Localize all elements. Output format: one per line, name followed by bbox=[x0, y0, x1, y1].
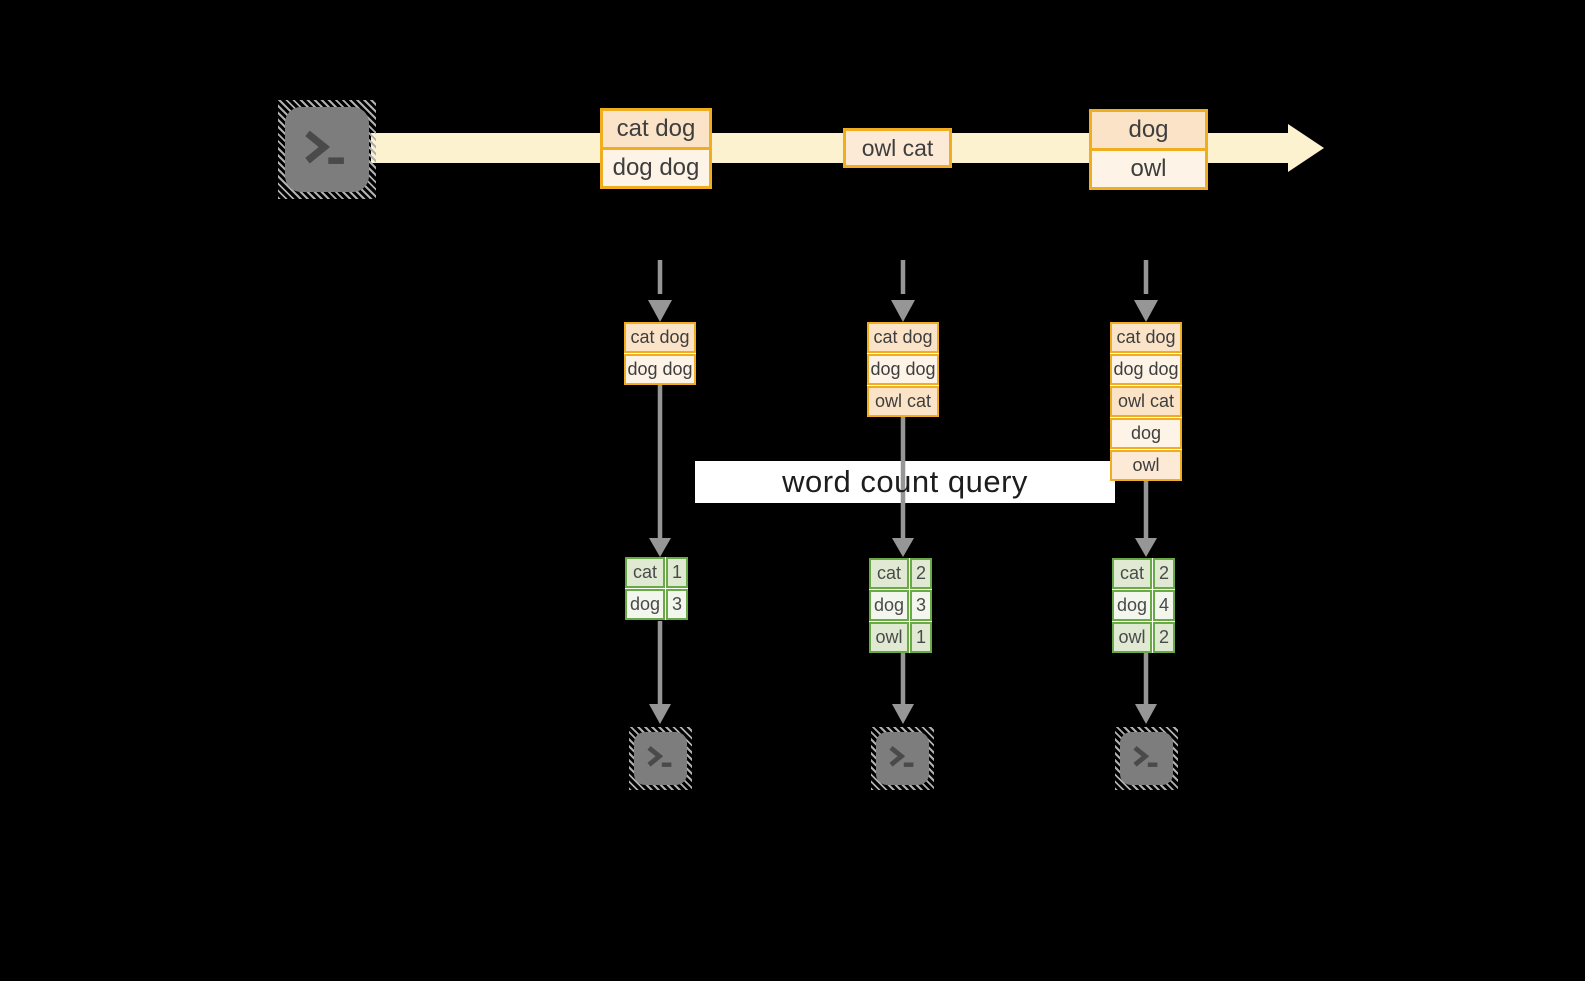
accumulated-batch-stack-3: cat dog dog dog owl cat dog owl bbox=[1110, 322, 1182, 481]
count-cell: 1 bbox=[666, 557, 688, 588]
word-cell: dog bbox=[1112, 590, 1152, 621]
count-cell: 3 bbox=[910, 590, 932, 621]
query-arrow-col1 bbox=[649, 384, 671, 557]
query-arrow-col2 bbox=[892, 416, 914, 557]
batch-line: owl cat bbox=[846, 131, 949, 165]
word-cell: dog bbox=[869, 590, 909, 621]
batch-line: cat dog bbox=[603, 111, 709, 147]
word-count-table-2: cat 2 dog 3 owl 1 bbox=[869, 558, 932, 653]
terminal-screen bbox=[876, 732, 929, 785]
terminal-screen bbox=[285, 107, 369, 192]
stack-line: dog bbox=[1110, 418, 1182, 449]
dashed-arrow-col3 bbox=[1134, 260, 1158, 322]
prompt-icon bbox=[647, 746, 672, 767]
count-cell: 2 bbox=[1153, 622, 1175, 653]
stream-batch-2: owl cat bbox=[843, 128, 952, 168]
prompt-icon bbox=[1133, 746, 1158, 767]
terminal-screen bbox=[1120, 732, 1173, 785]
dashed-arrow-col1 bbox=[648, 260, 672, 322]
query-arrow-col3 bbox=[1135, 480, 1157, 557]
word-count-table-1: cat 1 dog 3 bbox=[625, 557, 688, 620]
stack-line: dog dog bbox=[867, 354, 939, 385]
stack-line: dog dog bbox=[1110, 354, 1182, 385]
count-cell: 2 bbox=[910, 558, 932, 589]
accumulated-batch-stack-1: cat dog dog dog bbox=[624, 322, 696, 385]
query-label: word count query bbox=[782, 464, 1028, 499]
output-arrow-col2 bbox=[892, 653, 914, 724]
stream-arrow-head bbox=[1288, 124, 1324, 172]
prompt-icon bbox=[305, 130, 344, 164]
count-cell: 4 bbox=[1153, 590, 1175, 621]
output-arrow-col1 bbox=[649, 621, 671, 724]
terminal-icon bbox=[278, 100, 376, 199]
stack-line: cat dog bbox=[1110, 322, 1182, 353]
terminal-icon bbox=[1115, 727, 1178, 790]
count-cell: 3 bbox=[666, 589, 688, 620]
stack-line: cat dog bbox=[624, 322, 696, 353]
count-cell: 2 bbox=[1153, 558, 1175, 589]
stream-batch-1: cat dog dog dog bbox=[600, 108, 712, 189]
word-cell: cat bbox=[869, 558, 909, 589]
word-cell: cat bbox=[625, 557, 665, 588]
stack-line: owl cat bbox=[867, 386, 939, 417]
terminal-icon bbox=[629, 727, 692, 790]
count-cell: 1 bbox=[910, 622, 932, 653]
output-arrow-col3 bbox=[1135, 653, 1157, 724]
word-cell: cat bbox=[1112, 558, 1152, 589]
accumulated-batch-stack-2: cat dog dog dog owl cat bbox=[867, 322, 939, 417]
batch-line: dog dog bbox=[603, 147, 709, 186]
prompt-icon bbox=[889, 746, 914, 767]
terminal-icon bbox=[871, 727, 934, 790]
batch-line: dog bbox=[1092, 112, 1205, 148]
stack-line: dog dog bbox=[624, 354, 696, 385]
word-count-table-3: cat 2 dog 4 owl 2 bbox=[1112, 558, 1175, 653]
stack-line: cat dog bbox=[867, 322, 939, 353]
stack-line: owl cat bbox=[1110, 386, 1182, 417]
stack-line: owl bbox=[1110, 450, 1182, 481]
word-cell: dog bbox=[625, 589, 665, 620]
batch-line: owl bbox=[1092, 148, 1205, 187]
word-cell: owl bbox=[1112, 622, 1152, 653]
stream-batch-3: dog owl bbox=[1089, 109, 1208, 190]
dashed-arrow-col2 bbox=[891, 260, 915, 322]
terminal-screen bbox=[634, 732, 687, 785]
word-cell: owl bbox=[869, 622, 909, 653]
